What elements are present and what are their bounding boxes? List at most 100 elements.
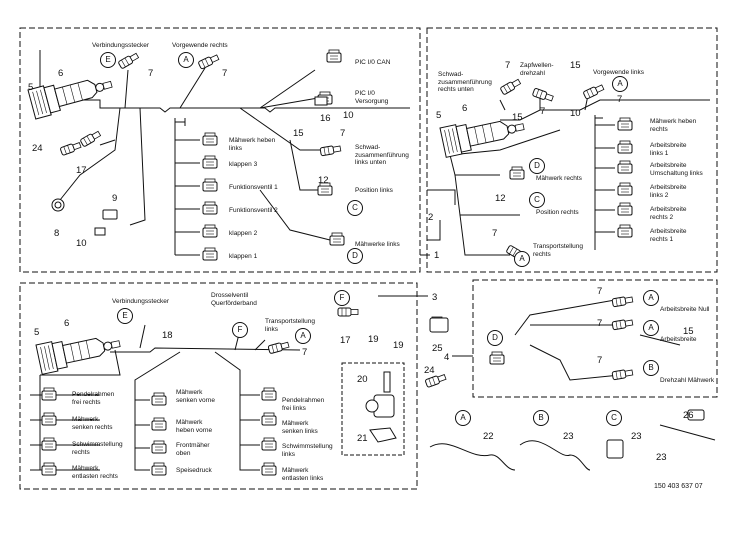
- label-frontmaeher-oben: Frontmäher oben: [176, 442, 210, 457]
- harness-wires-group-3: [30, 324, 301, 471]
- circle-D: D: [487, 330, 503, 346]
- label-arbeitsbreite-rechts-1: Arbeitsbreite rechts 1: [650, 228, 687, 243]
- label-klappen-3: klappen 3: [229, 161, 258, 168]
- label-drosselventil: Drosselventil Querförderband: [211, 292, 257, 307]
- part-6: 6: [462, 103, 468, 114]
- part-21: 23: [563, 431, 574, 442]
- part-9: 9: [112, 193, 118, 204]
- label-funktionsventil-2: Funktionsventil 2: [229, 207, 278, 214]
- circle-E: E: [117, 308, 133, 324]
- part-10: 10: [76, 238, 87, 249]
- components: [51, 96, 716, 471]
- label-pendelrahmen-frei-rechts: Pendelrahmen frei rechts: [72, 391, 115, 406]
- part-10: 10: [343, 110, 354, 121]
- part-8: 8: [54, 228, 60, 239]
- label-schwimmstellung-rechts: Schwimmstellung rechts: [72, 441, 123, 456]
- circle-D: D: [529, 158, 545, 174]
- label-klappen-1: klappen 1: [229, 253, 258, 260]
- label-position-links: Position links: [355, 187, 393, 194]
- circle-B: B: [533, 410, 549, 426]
- circle-C: C: [606, 410, 622, 426]
- label-vorgewende-rechts: Vorgewende rechts: [172, 42, 228, 49]
- group-leaders: [378, 189, 473, 357]
- part-7: 7: [340, 128, 346, 139]
- part-13: 15: [570, 60, 581, 71]
- part-13: 15: [512, 112, 523, 123]
- label-arbeitsbreite-rechts-2: Arbeitsbreite rechts 2: [650, 206, 687, 221]
- part-7: 7: [597, 355, 603, 366]
- circle-A: A: [643, 290, 659, 306]
- part-7: 7: [222, 68, 228, 79]
- label-drehzahl-maehwerk: Drehzahl Mähwerk: [660, 377, 715, 384]
- label-maehwerke-links: Mähwerke links: [355, 241, 400, 248]
- label-arbeitsbreite: Arbeitsbreite: [660, 336, 697, 343]
- part-4: 4: [444, 352, 450, 363]
- circle-A: A: [514, 251, 530, 267]
- label-maehwerk-entlasten-rechts: Mähwerk entlasten rechts: [72, 465, 118, 480]
- label-verbindungsstecker: Verbindungsstecker: [92, 42, 150, 49]
- circle-A: A: [455, 410, 471, 426]
- label-maehwerk-heben-links: Mähwerk heben links: [229, 137, 276, 152]
- part-20: 22: [483, 431, 494, 442]
- part-10: 10: [570, 108, 581, 119]
- label-schwad-links-unten: Schwad- zusammenführung links unten: [355, 144, 409, 166]
- label-transportstellung-links: Transportstellung links: [265, 318, 315, 333]
- circle-C: C: [529, 192, 545, 208]
- part-14: 16: [320, 113, 331, 124]
- label-maehwerk-heben-rechts: Mähwerk heben rechts: [650, 118, 697, 133]
- label-schwimmstellung-links: Schwimmstellung links: [282, 443, 333, 458]
- label-transportstellung-rechts: Transportstellung rechts: [533, 243, 583, 258]
- label-maehwerk-entlasten-links: Mähwerk entlasten links: [282, 467, 324, 482]
- part-16: 17: [76, 165, 87, 176]
- circle-F: F: [232, 322, 248, 338]
- label-maehwerk-rechts: Mähwerk rechts: [536, 175, 582, 182]
- part-15: 18: [162, 330, 173, 341]
- part-5: 5: [28, 82, 34, 93]
- harness-wires-group-2: [449, 94, 710, 256]
- part-12: 12: [495, 193, 506, 204]
- part-7: 7: [540, 106, 546, 117]
- label-maehwerk-senken-vorne: Mähwerk senken vorne: [176, 389, 216, 404]
- circle-A: A: [178, 52, 194, 68]
- part-7: 7: [148, 68, 154, 79]
- label-maehwerk-senken-links: Mähwerk senken links: [282, 420, 318, 435]
- harness-wires-group-4: [514, 299, 681, 381]
- part-7: 7: [617, 94, 623, 105]
- part-22: 23: [631, 431, 642, 442]
- label-pendelrahmen-frei-links: Pendelrahmen frei links: [282, 397, 325, 412]
- part-3: 3: [432, 292, 438, 303]
- part-17: 19: [368, 334, 379, 345]
- part-13: 15: [683, 326, 694, 337]
- part-6: 6: [58, 68, 64, 79]
- label-arbeitsbreite-links-2: Arbeitsbreite links 2: [650, 184, 687, 199]
- part-5: 5: [436, 110, 442, 121]
- label-vorgewende-links: Vorgewende links: [593, 69, 644, 76]
- label-pic-versorgung: PIC I/0 Versorgung: [355, 90, 389, 105]
- part-25: 25: [432, 343, 443, 354]
- label-maehwerk-senken-rechts: Mähwerk senken rechts: [72, 416, 113, 431]
- circle-F: F: [334, 290, 350, 306]
- circle-A: A: [612, 76, 628, 92]
- circle-A: A: [643, 320, 659, 336]
- part-7: 7: [492, 228, 498, 239]
- circle-D: D: [347, 248, 363, 264]
- part-24: 24: [32, 143, 43, 154]
- label-arbeitsbreite-umschaltung: Arbeitsbreite Umschaltung links: [650, 162, 703, 177]
- part-5: 5: [34, 327, 40, 338]
- circle-C: C: [347, 200, 363, 216]
- part-23: 23: [656, 452, 667, 463]
- label-zapfwellendrehzahl: Zapfwellen- drehzahl: [520, 62, 554, 77]
- group-frames: [19, 27, 718, 490]
- label-schwad-rechts-unten: Schwad- zusammenführung rechts unten: [438, 71, 492, 93]
- part-2: 2: [428, 212, 434, 223]
- part-1: 1: [434, 250, 440, 261]
- part-18: 20: [357, 374, 368, 385]
- part-7: 7: [597, 318, 603, 329]
- label-klappen-2: klappen 2: [229, 230, 258, 237]
- label-arbeitsbreite-null: Arbeitsbreite Null: [660, 306, 710, 313]
- label-verbindungsstecker-2: Verbindungsstecker: [112, 298, 170, 305]
- part-7: 7: [597, 286, 603, 297]
- part-13: 15: [293, 128, 304, 139]
- label-funktionsventil-1: Funktionsventil 1: [229, 184, 278, 191]
